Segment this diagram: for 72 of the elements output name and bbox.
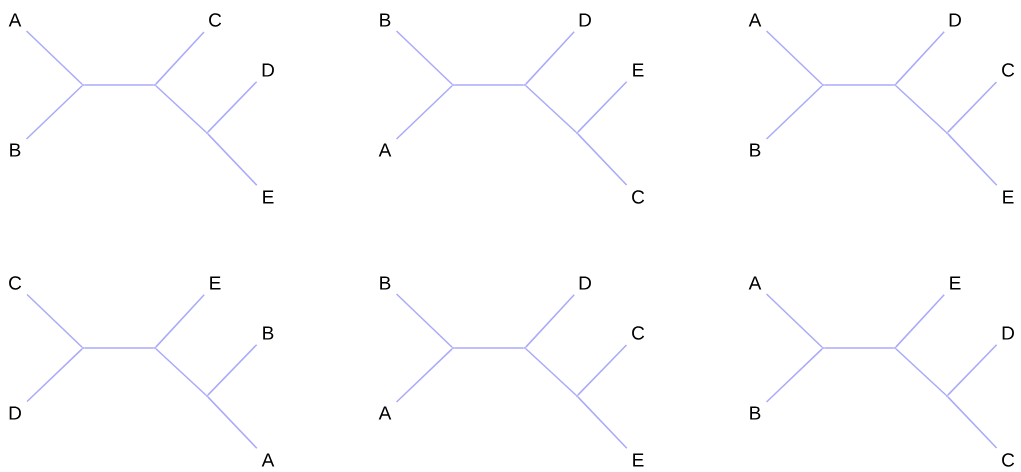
tree-branch [895, 85, 947, 133]
leaf-label: E [1003, 190, 1014, 204]
tree-branch [765, 30, 823, 85]
tree-branch [155, 85, 207, 133]
tree-branch [577, 344, 628, 396]
tree-branch [947, 81, 998, 133]
leaf-label: C [632, 190, 645, 204]
leaf-label: D [1002, 326, 1014, 340]
leaf-label: D [949, 13, 961, 27]
leaf-label: E [950, 276, 961, 290]
tree-branch [395, 293, 453, 348]
tree-branch [83, 347, 155, 349]
leaf-label: A [748, 276, 762, 290]
leaf-label: E [210, 276, 221, 290]
tree-branch [525, 348, 577, 396]
tree-branch [26, 348, 83, 403]
tree-branch [765, 293, 823, 348]
tree-branch [823, 347, 895, 349]
tree-branch [395, 348, 453, 403]
leaf-label: C [1002, 63, 1015, 77]
leaf-label: C [1002, 453, 1015, 467]
tree-branch [577, 81, 628, 133]
tree-branch [765, 85, 823, 140]
leaf-label: D [579, 276, 591, 290]
tree-branch [765, 348, 823, 403]
leaf-label: E [263, 190, 274, 204]
leaf-label: E [633, 453, 644, 467]
tree-branch [26, 293, 83, 348]
tree-branch [947, 344, 998, 396]
tree-branch [525, 294, 575, 348]
leaf-label: B [380, 276, 391, 290]
tree-branch [577, 396, 628, 449]
tree-branch [155, 348, 207, 396]
leaf-label: B [750, 143, 761, 157]
leaf-label: A [378, 406, 392, 420]
tree-branch [207, 396, 258, 449]
tree-branch [823, 84, 895, 86]
tree-branch [155, 294, 205, 348]
tree-branch [577, 133, 628, 186]
leaf-label: A [261, 453, 275, 467]
tree-branch [207, 81, 258, 133]
tree-branch [395, 30, 453, 85]
tree-branch [895, 31, 945, 85]
leaf-label: B [380, 13, 391, 27]
tree-branch [895, 348, 947, 396]
leaf-label: D [579, 13, 591, 27]
tree-branch [895, 294, 945, 348]
tree-branch [395, 85, 453, 140]
leaf-label: C [632, 326, 645, 340]
tree-branch [207, 344, 258, 396]
tree-branch [525, 85, 577, 133]
leaf-label: A [8, 13, 22, 27]
leaf-label: E [633, 63, 644, 77]
tree-branch [453, 84, 525, 86]
leaf-label: D [262, 63, 274, 77]
leaf-label: A [748, 13, 762, 27]
leaf-label: B [263, 326, 274, 340]
tree-branch [947, 133, 998, 186]
tree-branch [207, 133, 258, 186]
leaf-label: A [378, 143, 392, 157]
tree-branch [25, 85, 83, 140]
leaf-label: C [209, 13, 222, 27]
leaf-label: D [9, 406, 21, 420]
tree-branch [453, 347, 525, 349]
tree-branch [155, 31, 205, 85]
tree-branch [947, 396, 998, 449]
tree-branch [25, 30, 83, 85]
leaf-label: B [750, 406, 761, 420]
leaf-label: B [10, 143, 21, 157]
leaf-label: C [9, 276, 22, 290]
tree-branch [83, 84, 155, 86]
tree-branch [525, 31, 575, 85]
